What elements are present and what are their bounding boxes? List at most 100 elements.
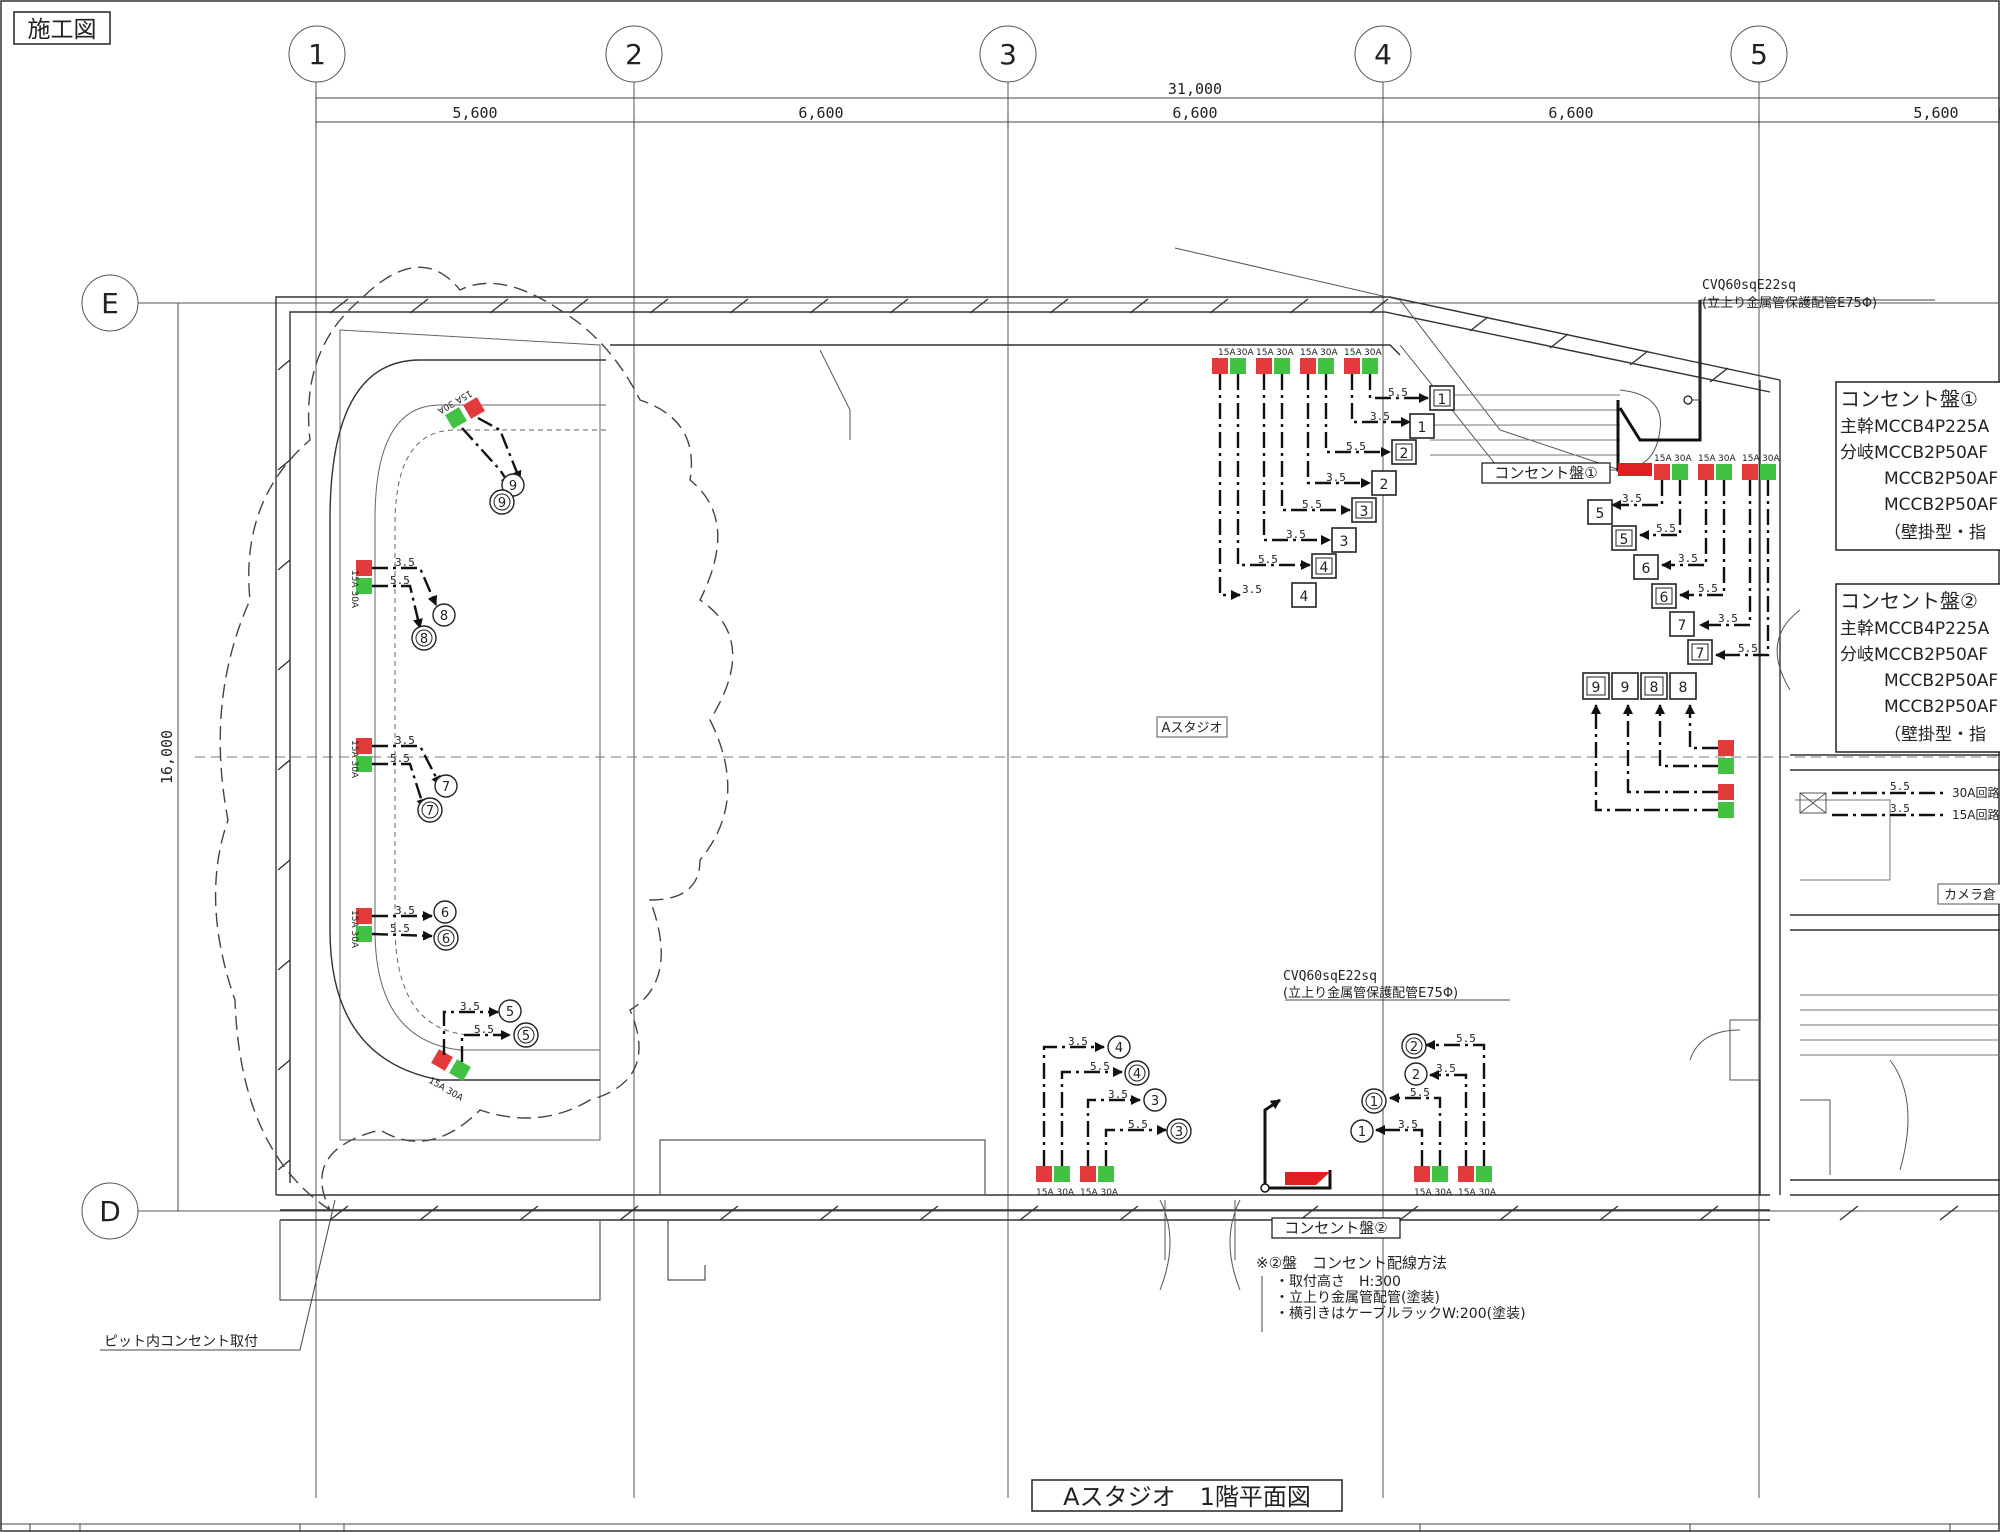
svg-text:30A: 30A [1762,454,1780,464]
outlet-pair-west-1: 15A 30A [349,560,372,609]
svg-text:15A 30A: 15A 30A [1458,1188,1497,1198]
svg-text:1: 1 [1418,420,1427,436]
circuit-box: 8 [1640,672,1668,700]
svg-text:1: 1 [308,38,326,71]
svg-text:15A回路: 15A回路 [1952,807,1999,822]
svg-text:9: 9 [1621,680,1630,696]
circuit-circles: 9 9 8 8 7 7 6 6 5 5 4 4 3 3 1 1 2 2 [411,473,1428,1144]
outlet-pair-west-3: 15A 30A [349,908,372,949]
circuit-box: 5 [1587,499,1613,525]
svg-text:15A 30A: 15A 30A [1080,1188,1119,1198]
svg-text:9: 9 [509,479,517,494]
svg-text:5.5: 5.5 [1090,1060,1110,1073]
svg-text:施工図: 施工図 [28,17,97,43]
outlet-pair-east-1 [1718,740,1734,774]
outlet-pair-bottom-4: 15A 30A [1458,1166,1497,1198]
svg-text:30A回路: 30A回路 [1952,785,1999,800]
svg-text:3.5: 3.5 [460,1000,480,1013]
circuit-box: 5 [1611,525,1637,551]
svg-text:E: E [101,287,119,320]
circuit-box: 4 [1311,553,1337,579]
svg-text:15A 30A: 15A 30A [349,740,359,779]
svg-text:5.5: 5.5 [474,1023,494,1036]
svg-text:3.5: 3.5 [1286,528,1306,541]
circuit-circle: 1 [1361,1088,1387,1114]
svg-text:8: 8 [440,609,448,624]
circuit-box: 1 [1409,413,1435,439]
svg-text:Aスタジオ 1階平面図: Aスタジオ 1階平面図 [1063,1483,1311,1511]
svg-text:5: 5 [1750,38,1768,71]
svg-text:5.5: 5.5 [390,574,410,587]
svg-text:3.5: 3.5 [1718,612,1738,625]
svg-text:CVQ60sqE22sq: CVQ60sqE22sq [1702,278,1796,293]
outlet-pair-sw-corner: 15A 30A [427,1049,471,1104]
svg-text:3.5: 3.5 [395,734,415,747]
svg-text:5.5: 5.5 [1656,522,1676,535]
svg-text:4: 4 [1300,589,1309,605]
svg-text:・取付高さ H:300: ・取付高さ H:300 [1275,1273,1401,1290]
circuit-box: 6 [1651,583,1677,609]
svg-text:5.5: 5.5 [1302,498,1322,511]
svg-text:3.5: 3.5 [1890,802,1910,815]
svg-text:3.5: 3.5 [395,556,415,569]
svg-text:3.5: 3.5 [1068,1035,1088,1048]
circuit-circle: 3 [1143,1088,1167,1112]
svg-text:3.5: 3.5 [1326,471,1346,484]
svg-text:1: 1 [1358,1125,1366,1140]
svg-text:ピット内コンセント取付: ピット内コンセント取付 [104,1334,258,1350]
svg-text:3.5: 3.5 [1108,1088,1128,1101]
title-stamp: 施工図 [13,11,111,45]
wire-size-labels: 3.5 5.5 3.5 5.5 3.5 5.5 3.5 5.5 3.5 5.5 … [390,386,1758,1131]
svg-text:3: 3 [1340,534,1349,550]
outlet-pair-west-2: 15A 30A [349,738,372,779]
svg-text:15A: 15A [1742,454,1760,464]
circuit-box: 9 [1582,672,1610,700]
svg-text:MCCB2P50AF: MCCB2P50AF [1884,671,1998,691]
drawing-title: Aスタジオ 1階平面図 [1031,1479,1343,1512]
circuit-box: 4 [1291,582,1317,608]
svg-text:8: 8 [1650,680,1659,696]
title-block-dividers [29,1524,1951,1532]
panel2-feeder-label: CVQ60sqE22sq (立上り金属管保護配管E75Φ) [1283,969,1458,1001]
svg-text:4: 4 [1115,1041,1123,1056]
svg-text:2: 2 [1380,477,1389,493]
grid-bubble-4: 4 [1354,25,1412,83]
svg-text:30A: 30A [1320,348,1338,358]
cable-runs [371,299,1935,1193]
grid-bubble-3: 3 [979,25,1037,83]
svg-text:15A: 15A [1218,348,1236,358]
svg-text:1: 1 [1370,1095,1378,1110]
svg-text:8: 8 [1679,680,1688,696]
pit-outlet-note: ピット内コンセント取付 [100,1199,336,1351]
svg-text:7: 7 [1678,618,1687,634]
svg-text:カメラ倉: カメラ倉 [1944,888,1996,903]
svg-text:6: 6 [441,906,449,921]
svg-text:15A: 15A [1256,348,1274,358]
svg-text:MCCB2P50AF: MCCB2P50AF [1884,469,1998,489]
circuit-box: 7 [1687,639,1713,665]
svg-text:コンセント盤①: コンセント盤① [1840,387,1978,411]
svg-text:15A 30A: 15A 30A [349,910,359,949]
svg-text:30A: 30A [1276,348,1294,358]
circuit-box: 2 [1391,439,1417,465]
svg-text:(立上り金属管保護配管E75Φ): (立上り金属管保護配管E75Φ) [1283,985,1458,1001]
svg-text:15A 30A: 15A 30A [349,570,359,609]
svg-text:コンセント盤①: コンセント盤① [1494,464,1597,482]
panel1-tag: コンセント盤① [1481,462,1611,484]
wiring-legend: 5.5 3.5 30A回路 15A回路 [1799,780,1999,822]
svg-text:30A: 30A [1236,348,1254,358]
panel2-marker [1285,1172,1330,1185]
circuit-box: 1 [1429,385,1455,411]
panel2-tag: コンセント盤② [1271,1217,1401,1239]
grid-columns: 1 2 3 4 5 [288,25,2000,1498]
building-walls [275,247,2000,1301]
svg-text:8: 8 [420,632,428,647]
circuit-box: 9 [1611,672,1639,700]
svg-text:(立上り金属管保護配管E75Φ): (立上り金属管保護配管E75Φ) [1702,295,1877,311]
circuit-circle: 8 [411,625,437,651]
span-dim-2: 6,600 [798,104,843,122]
